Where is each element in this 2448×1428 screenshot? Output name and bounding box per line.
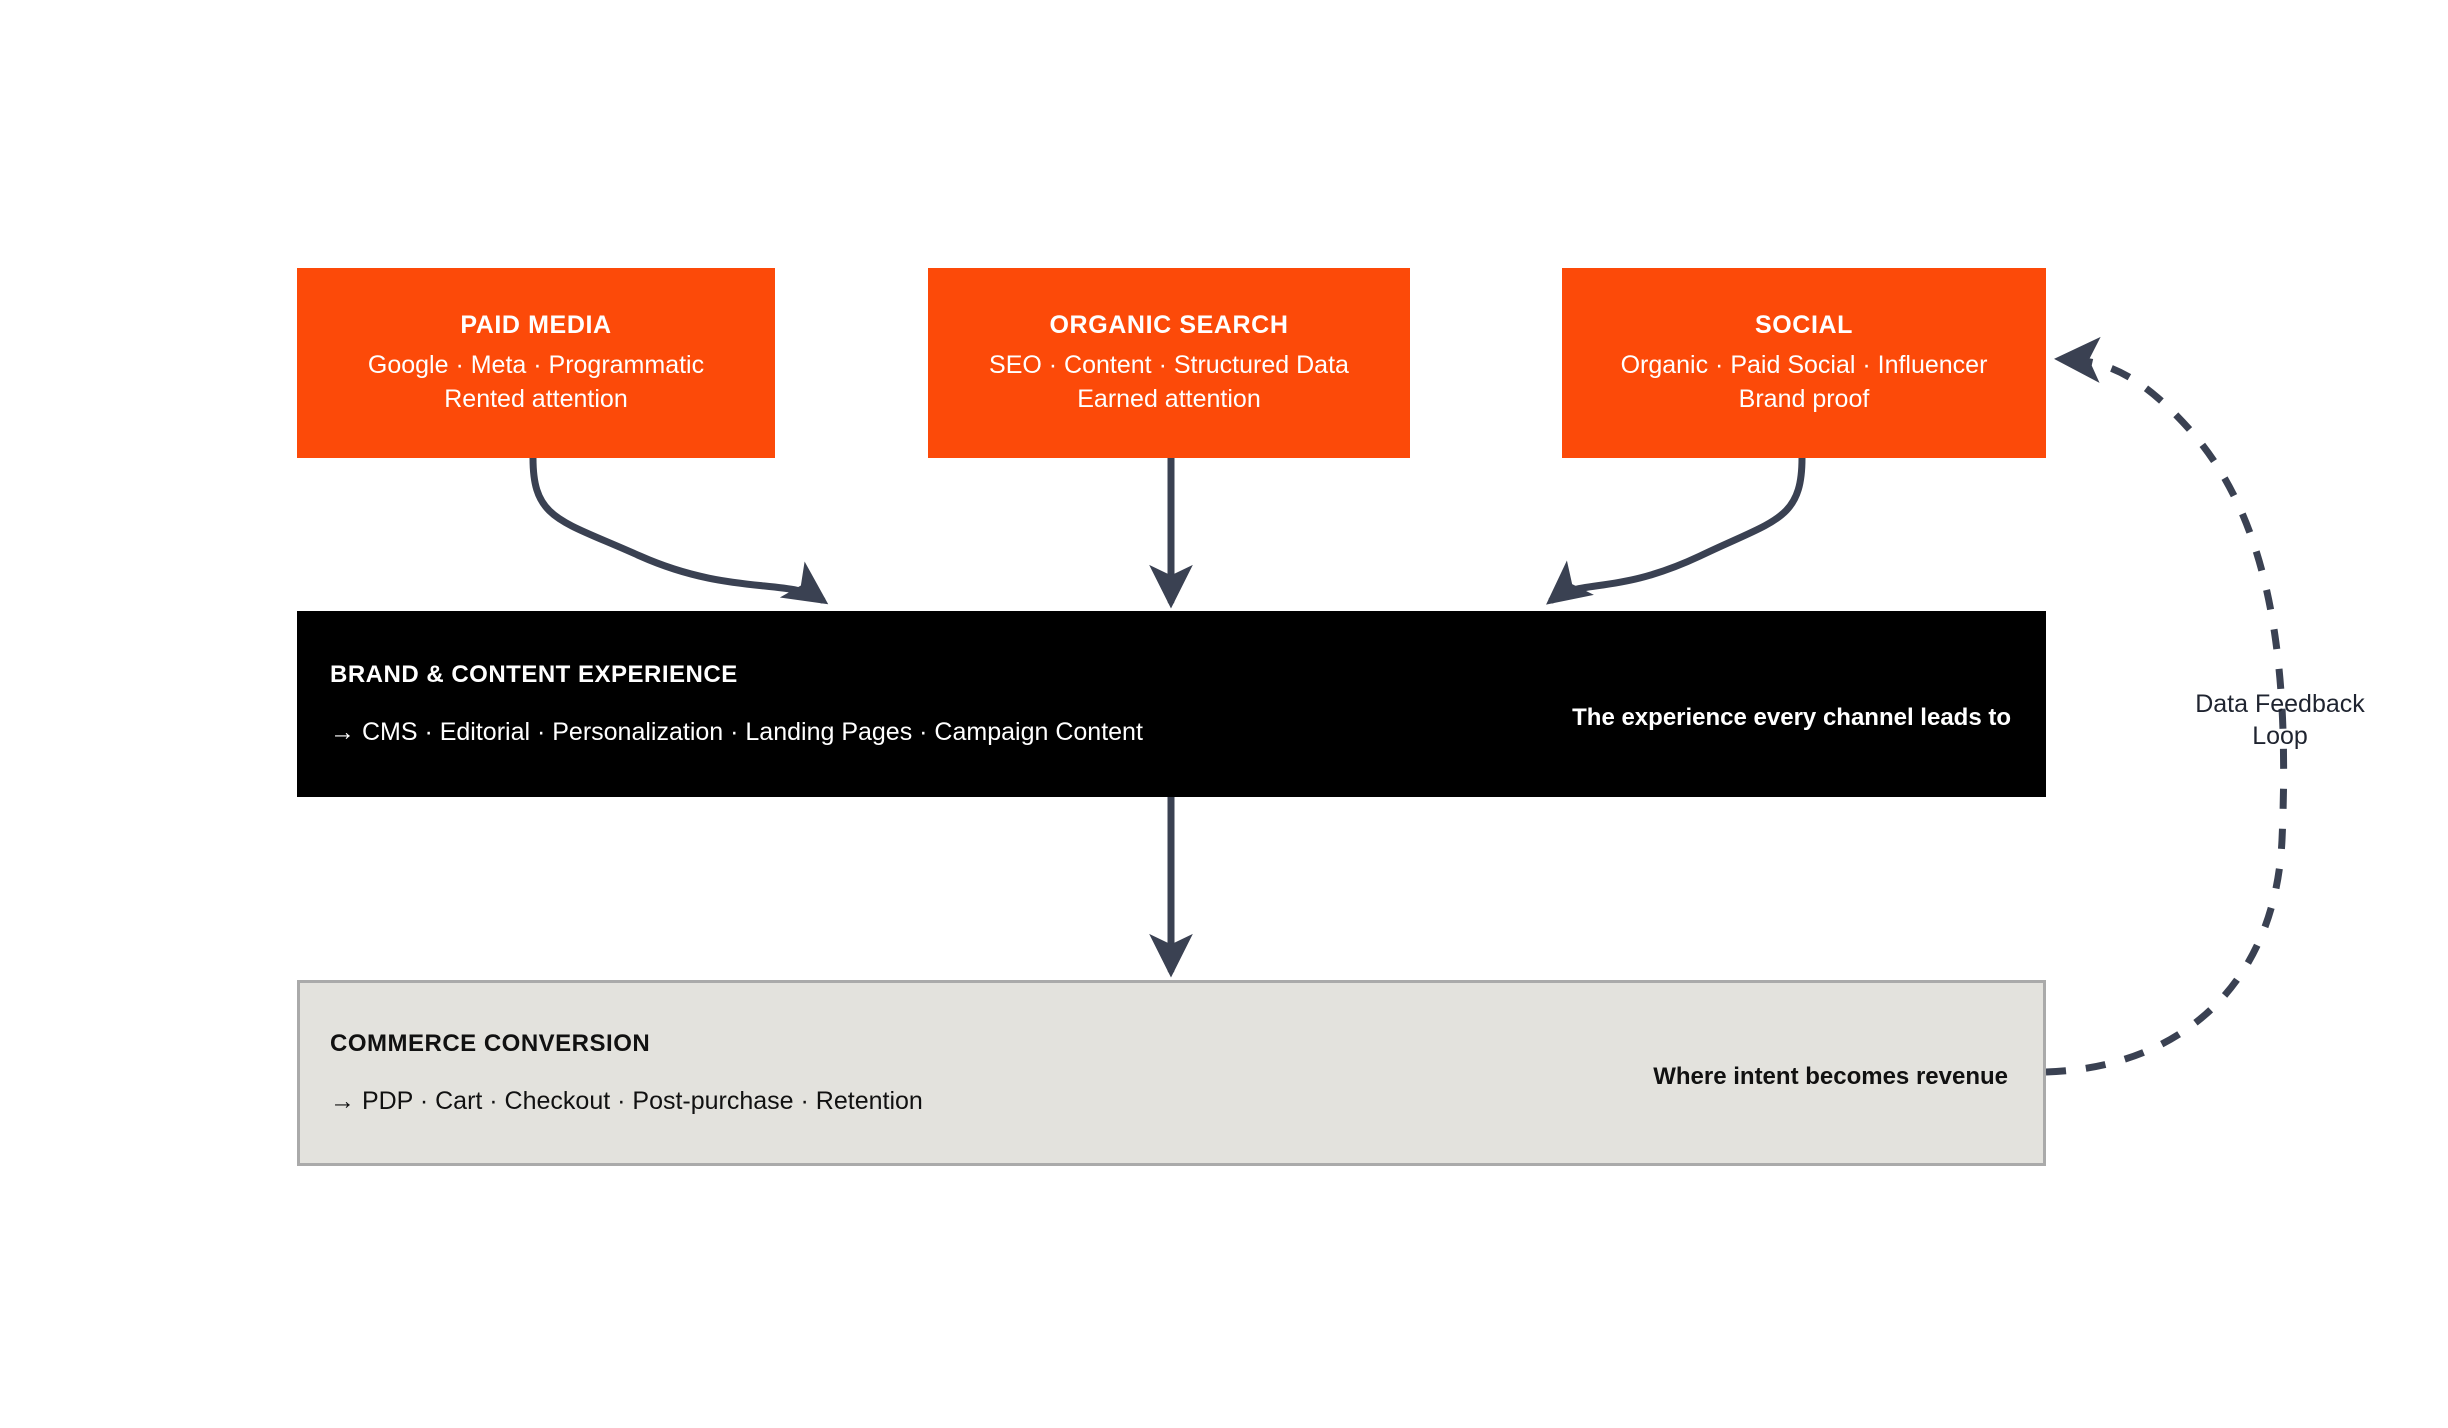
channel-title: PAID MEDIA: [460, 310, 612, 339]
band-tagline: Where intent becomes revenue: [1653, 1063, 2008, 1090]
band-heading: COMMERCE CONVERSION: [330, 1029, 651, 1057]
channel-title: SOCIAL: [1754, 310, 1854, 339]
band-heading: BRAND & CONTENT EXPERIENCE: [330, 660, 738, 688]
band-content: BRAND & CONTENT EXPERIENCE → CMS · Edito…: [330, 611, 1143, 797]
channel-card-organic-search[interactable]: ORGANIC SEARCH SEO · Content · Structure…: [928, 268, 1410, 458]
channel-card-paid-media[interactable]: PAID MEDIA Google · Meta · Programmatic …: [297, 268, 775, 458]
channel-attention: Brand proof: [1738, 385, 1870, 414]
band-commerce-conversion[interactable]: COMMERCE CONVERSION → PDP · Cart · Check…: [297, 980, 2046, 1166]
data-feedback-loop-label: Data Feedback Loop: [2180, 688, 2380, 752]
connector-social-to-brand: [1546, 454, 1806, 605]
loop-label-line-1: Data Feedback: [2195, 690, 2365, 718]
band-items: → CMS · Editorial · Personalization · La…: [330, 718, 1143, 747]
channel-sources: Organic · Paid Social · Influencer: [1620, 351, 1988, 380]
band-items: → PDP · Cart · Checkout · Post-purchase …: [330, 1087, 923, 1116]
channel-attention: Rented attention: [444, 385, 628, 414]
channel-sources: SEO · Content · Structured Data: [989, 351, 1349, 380]
channel-title: ORGANIC SEARCH: [1049, 310, 1289, 339]
band-content: COMMERCE CONVERSION → PDP · Cart · Check…: [330, 983, 923, 1163]
channel-card-social[interactable]: SOCIAL Organic · Paid Social · Influence…: [1562, 268, 2046, 458]
band-tagline: The experience every channel leads to: [1572, 704, 2011, 731]
band-brand-content-experience[interactable]: BRAND & CONTENT EXPERIENCE → CMS · Edito…: [297, 611, 2046, 797]
channel-sources: Google · Meta · Programmatic: [367, 351, 705, 380]
channel-attention: Earned attention: [1077, 385, 1261, 414]
loop-label-line-2: Loop: [2252, 722, 2308, 750]
connector-paid-to-brand: [529, 454, 829, 605]
